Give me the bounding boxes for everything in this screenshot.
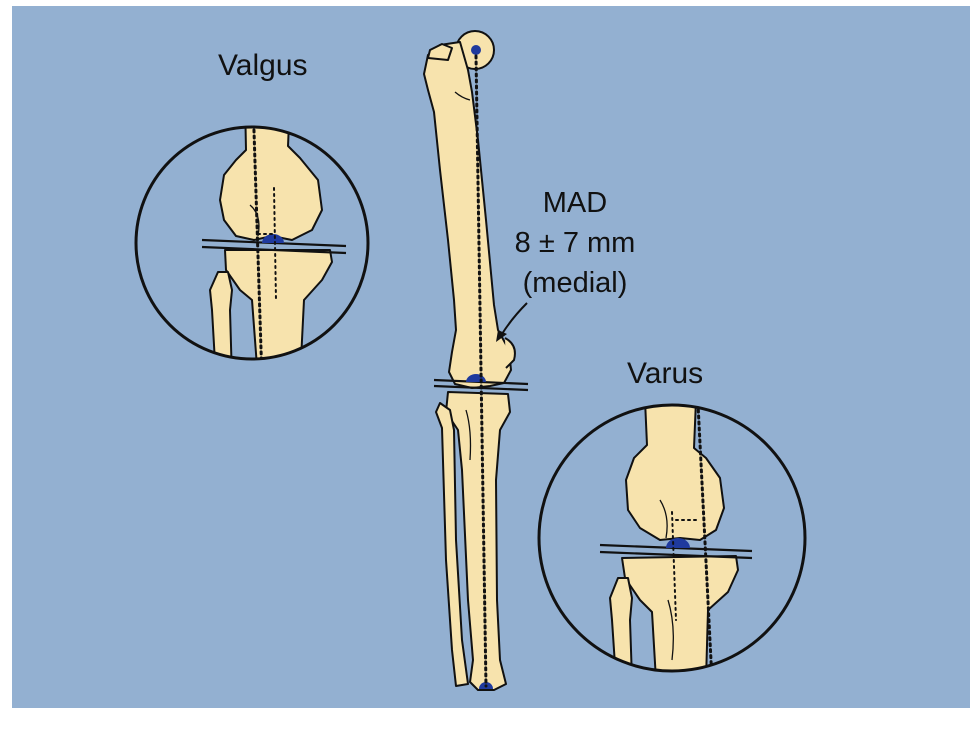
mad-title: MAD — [490, 183, 660, 223]
bottom-margin — [0, 708, 980, 724]
mad-value: 8 ± 7 mm — [490, 223, 660, 263]
femoral-head-marker — [471, 45, 481, 55]
mad-side: (medial) — [490, 263, 660, 303]
valgus-label: Valgus — [218, 49, 308, 83]
varus-label: Varus — [627, 357, 703, 391]
mad-annotation: MAD 8 ± 7 mm (medial) — [490, 183, 660, 303]
